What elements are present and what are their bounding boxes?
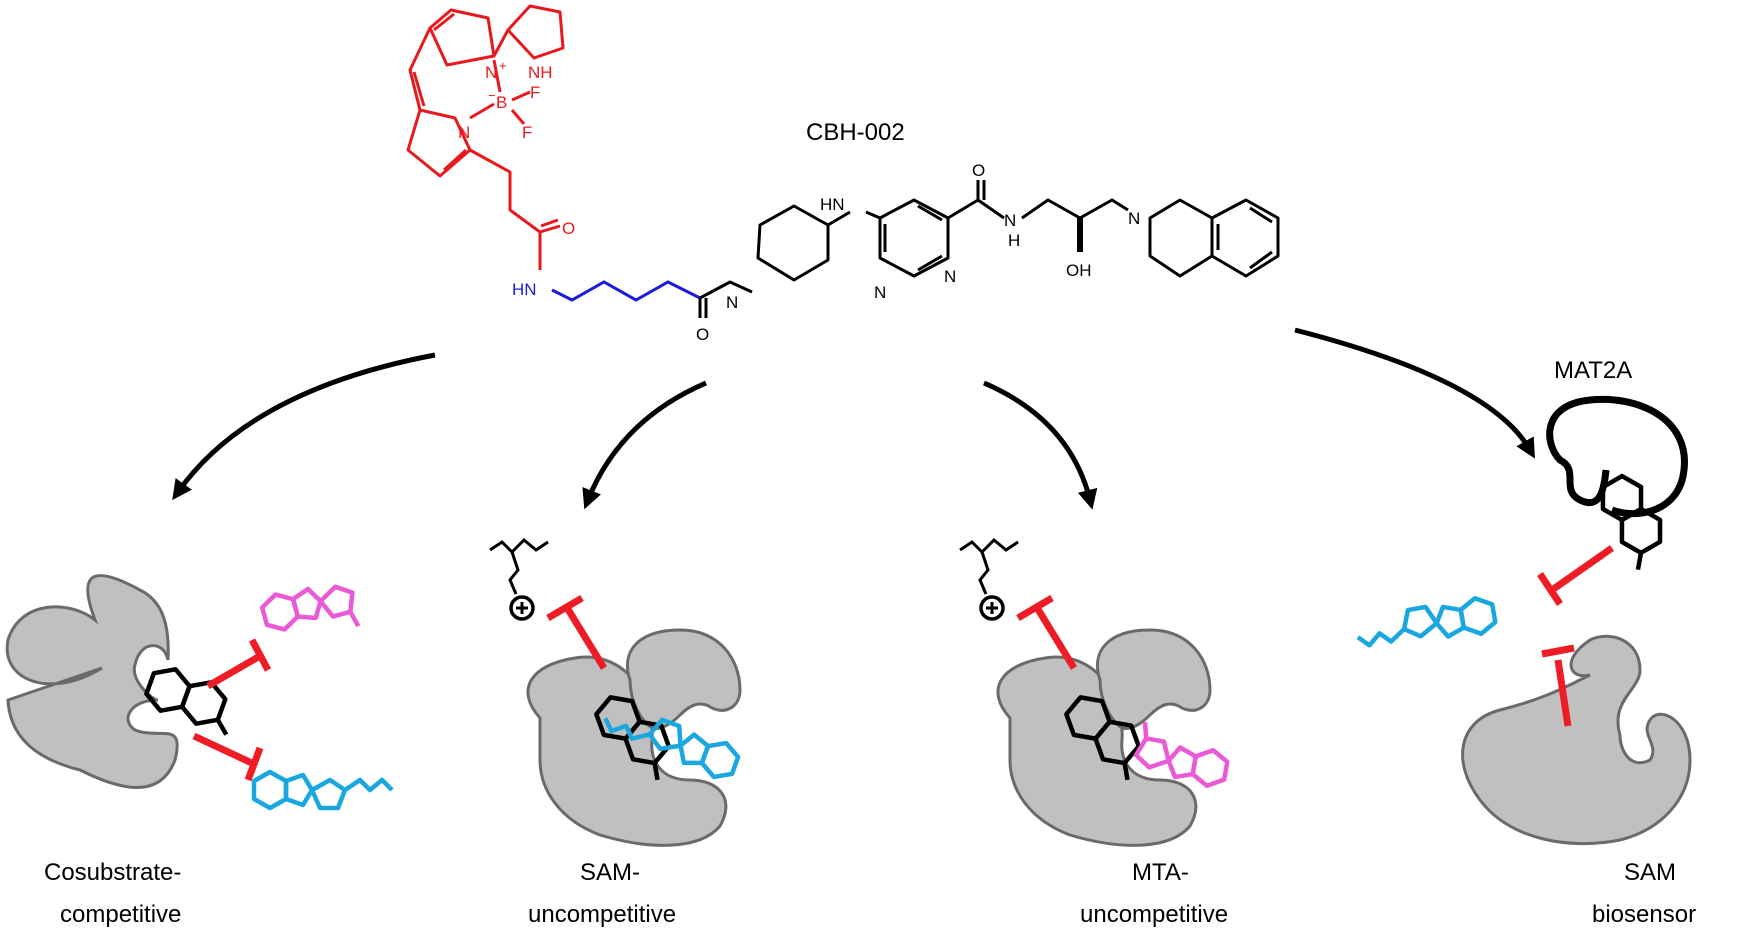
atom-h-amide: H: [1008, 231, 1020, 250]
atom-boron: B: [496, 93, 507, 112]
panel-sam-uncompetitive: SAM- uncompetitive: [488, 538, 742, 928]
caption-line1: SAM: [1624, 859, 1676, 886]
methyl-plus-icon: [488, 538, 550, 621]
protein-shape: [526, 655, 728, 847]
panel-cosubstrate-competitive: Cosubstrate- competitive: [5, 574, 392, 928]
caption-line2: biosensor: [1592, 901, 1696, 928]
atom-n-pyr2: N: [944, 267, 956, 286]
inhibition-bar-icon: [1016, 594, 1077, 670]
atom-n-thiq: N: [1128, 209, 1140, 228]
panel-mta-uncompetitive: MTA- uncompetitive: [958, 538, 1232, 928]
caption-line2: uncompetitive: [528, 901, 676, 928]
atom-boron-charge: −: [488, 88, 496, 103]
mat2a-outline: [1546, 395, 1688, 518]
caption-line1: Cosubstrate-: [44, 859, 181, 886]
atom-plus-sign: +: [499, 58, 507, 73]
protein-shape: [996, 655, 1198, 847]
atom-n-bodipy: N: [458, 123, 470, 142]
bodipy-fluorophore: [406, 4, 565, 270]
panel-sam-biosensor: MAT2A SAM biosensor: [1355, 357, 1696, 928]
caption-line1: SAM-: [580, 859, 640, 886]
protein-shape: [5, 574, 179, 789]
atom-nh-pyrrole: NH: [528, 63, 553, 82]
atom-f1: F: [530, 83, 540, 102]
inhibition-bar-icon: [1537, 545, 1615, 727]
atom-hn-linker: HN: [512, 280, 537, 299]
atom-n-piperidine: N: [726, 293, 738, 312]
atom-n-plus: N: [485, 63, 497, 82]
pentyl-linker: [551, 280, 701, 302]
atom-n-amide: N: [1004, 211, 1016, 230]
inhibition-bar-icon: [546, 594, 607, 670]
mta-ligand-icon: [260, 575, 361, 649]
atom-oh: OH: [1066, 261, 1092, 280]
protein-shape: [1461, 634, 1692, 846]
protein-shape: [626, 628, 742, 730]
curved-arrow-icon: [582, 380, 707, 510]
sam-ligand-icon: [1355, 595, 1497, 654]
caption-line2: competitive: [60, 901, 181, 928]
core-atom-labels: N O HN N N O N H OH N: [696, 161, 1140, 344]
atom-n-pyr1: N: [874, 283, 886, 302]
methyl-plus-icon: [958, 538, 1020, 621]
caption-line2: uncompetitive: [1080, 901, 1228, 928]
caption-line1: MTA-: [1132, 859, 1189, 886]
atom-o-amide2: O: [972, 161, 985, 180]
inhibition-bar-icon: [192, 638, 272, 782]
enzyme-label: MAT2A: [1554, 357, 1632, 384]
inhibitor-core: [698, 180, 1280, 318]
atom-f2: F: [522, 123, 532, 142]
protein-shape: [1096, 628, 1212, 730]
atom-o-carbonyl: O: [696, 325, 709, 344]
atom-o-amide1: O: [562, 219, 575, 238]
curved-arrow-icon: [983, 380, 1098, 510]
bodipy-atom-labels: N + B − F F N NH O: [458, 58, 575, 238]
curved-arrow-icon: [1294, 327, 1535, 459]
sam-ligand-icon: [254, 772, 392, 808]
compound-name: CBH-002: [806, 119, 905, 146]
curved-arrow-icon: [172, 352, 436, 501]
atom-hn-amine: HN: [820, 195, 845, 214]
